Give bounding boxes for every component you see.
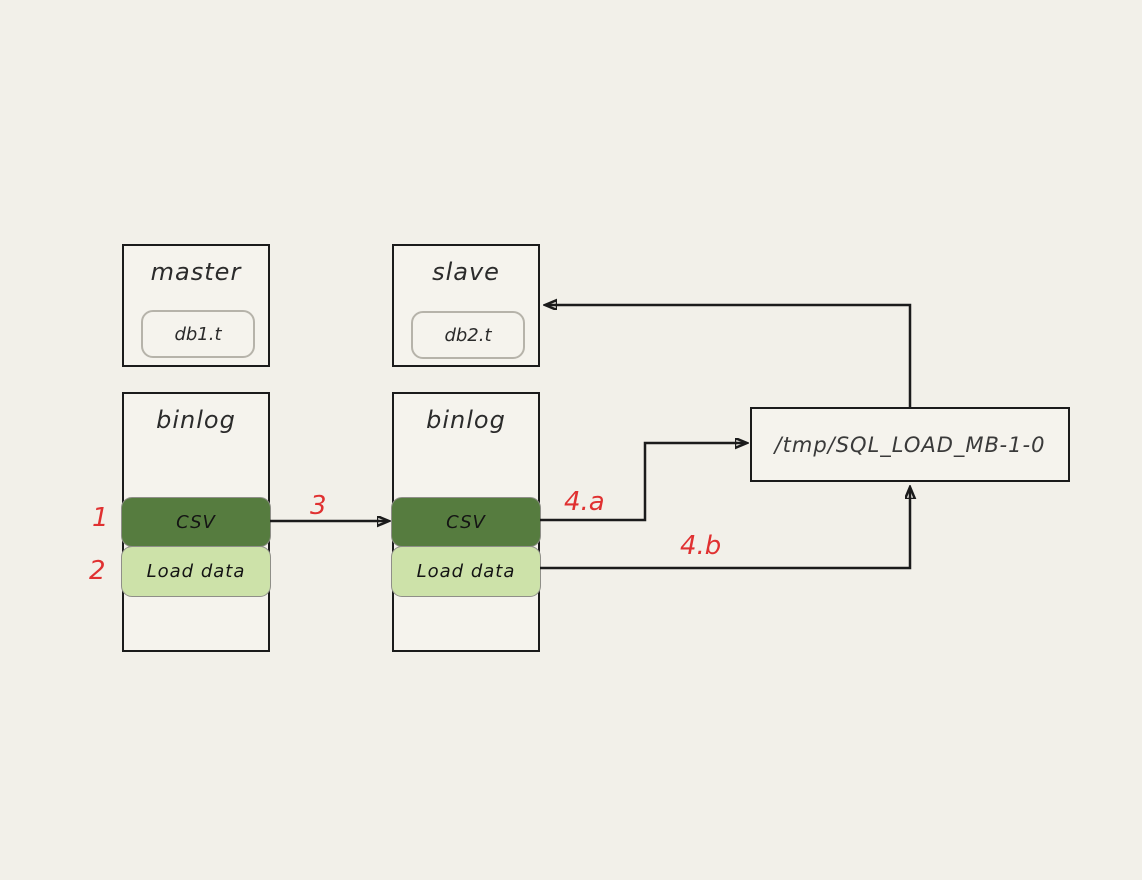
slave-binlog-node: binlog CSV Load data	[391, 392, 541, 652]
step-label-3: 3	[310, 491, 327, 521]
db1-table-chip: db1.t	[141, 310, 255, 358]
slave-node: slave db2.t	[392, 244, 540, 367]
slave-binlog-title: binlog	[426, 406, 506, 434]
master-binlog-node: binlog CSV Load data	[121, 392, 271, 652]
step-label-4a: 4.a	[564, 487, 605, 517]
master-csv-label: CSV	[176, 511, 216, 533]
slave-load-data-row: Load data	[391, 546, 541, 597]
arrow-tmp-file-to-slave	[546, 305, 912, 407]
master-node: master db1.t	[122, 244, 270, 367]
master-binlog-title: binlog	[156, 406, 236, 434]
tmp-file-label: /tmp/SQL_LOAD_MB-1-0	[774, 432, 1046, 457]
slave-csv-row: CSV	[391, 497, 541, 547]
slave-load-data-label: Load data	[416, 561, 516, 582]
master-title: master	[150, 258, 242, 286]
master-csv-row: CSV	[121, 497, 271, 547]
master-load-data-row: Load data	[121, 546, 271, 597]
master-load-data-label: Load data	[146, 561, 246, 582]
slave-csv-label: CSV	[446, 511, 486, 533]
tmp-file-node: /tmp/SQL_LOAD_MB-1-0	[750, 407, 1070, 482]
step-label-4b: 4.b	[680, 531, 722, 561]
step-label-2: 2	[89, 556, 106, 586]
db2-table-chip: db2.t	[411, 311, 525, 359]
db1-table-label: db1.t	[174, 323, 222, 345]
db2-table-label: db2.t	[444, 324, 492, 346]
step-label-1: 1	[92, 503, 109, 533]
slave-title: slave	[432, 258, 500, 286]
